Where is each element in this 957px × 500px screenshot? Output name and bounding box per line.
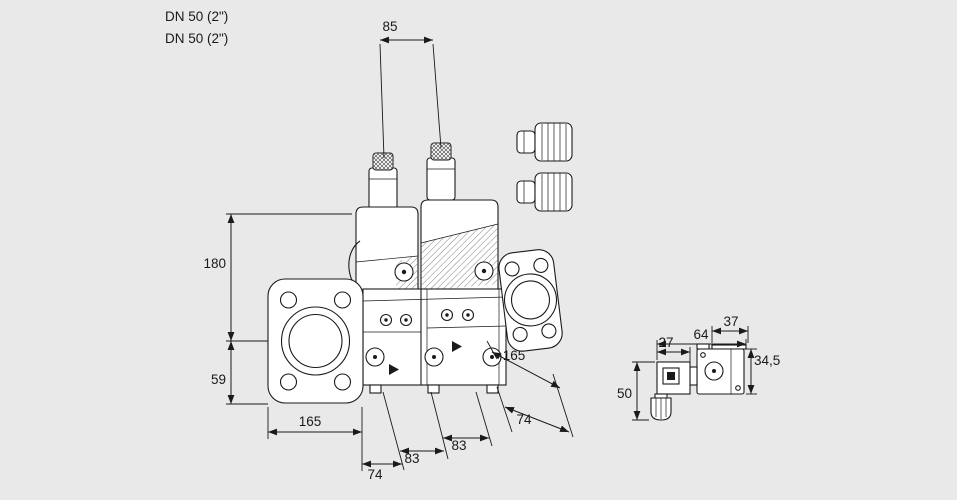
dim-165-flange-label: 165 [299, 414, 322, 429]
dim-37: 37 [711, 314, 749, 343]
dim-83-b-label: 83 [451, 438, 466, 453]
dim-37-label: 37 [723, 314, 738, 329]
dim-34-5-label: 34,5 [754, 353, 780, 368]
adjustment-cap-right [431, 143, 451, 160]
dim-85-label: 85 [382, 19, 397, 34]
dim-83-a: 83 [400, 391, 449, 466]
pipe-fittings [516, 122, 573, 212]
dim-85: 85 [379, 19, 442, 159]
solenoid-side-view [650, 343, 747, 421]
dim-180-label: 180 [203, 256, 226, 271]
dim-50-label: 50 [617, 386, 632, 401]
right-flange [498, 249, 563, 352]
dim-165-flange: 165 [267, 407, 363, 471]
dim-27: 27 [656, 335, 691, 364]
dim-27-label: 27 [658, 335, 673, 350]
valve-body [362, 288, 507, 394]
left-flange [267, 278, 364, 404]
fitting-2 [516, 172, 573, 212]
dim-59: 59 [211, 341, 268, 405]
dim-165-right: 165 [486, 340, 574, 438]
dim-74-bottom: 74 [362, 391, 405, 482]
right-actuator [420, 142, 499, 293]
dim-34-5: 34,5 [746, 348, 780, 395]
dim-74-bottom-label: 74 [367, 467, 383, 482]
dim-64: 64 [657, 327, 747, 348]
dimensions: 85 180 59 165 74 [203, 19, 780, 482]
dim-180: 180 [203, 213, 352, 342]
dim-59-label: 59 [211, 372, 226, 387]
dim-64-label: 64 [693, 327, 709, 342]
fitting-1 [516, 122, 573, 162]
flow-arrow-right [452, 341, 462, 352]
flow-arrow-left [389, 364, 399, 375]
dim-83-a-label: 83 [404, 451, 419, 466]
left-actuator [348, 152, 419, 293]
dn-label-top: DN 50 (2") [165, 9, 228, 24]
dim-165-right-label: 165 [503, 348, 526, 363]
adjustment-cap-left [373, 153, 393, 170]
dim-74-right-label: 74 [516, 412, 532, 427]
dim-83-b: 83 [443, 391, 493, 453]
dn-label-bottom: DN 50 (2") [165, 31, 228, 46]
dim-50: 50 [617, 361, 655, 421]
dim-74-right: 74 [496, 386, 570, 433]
